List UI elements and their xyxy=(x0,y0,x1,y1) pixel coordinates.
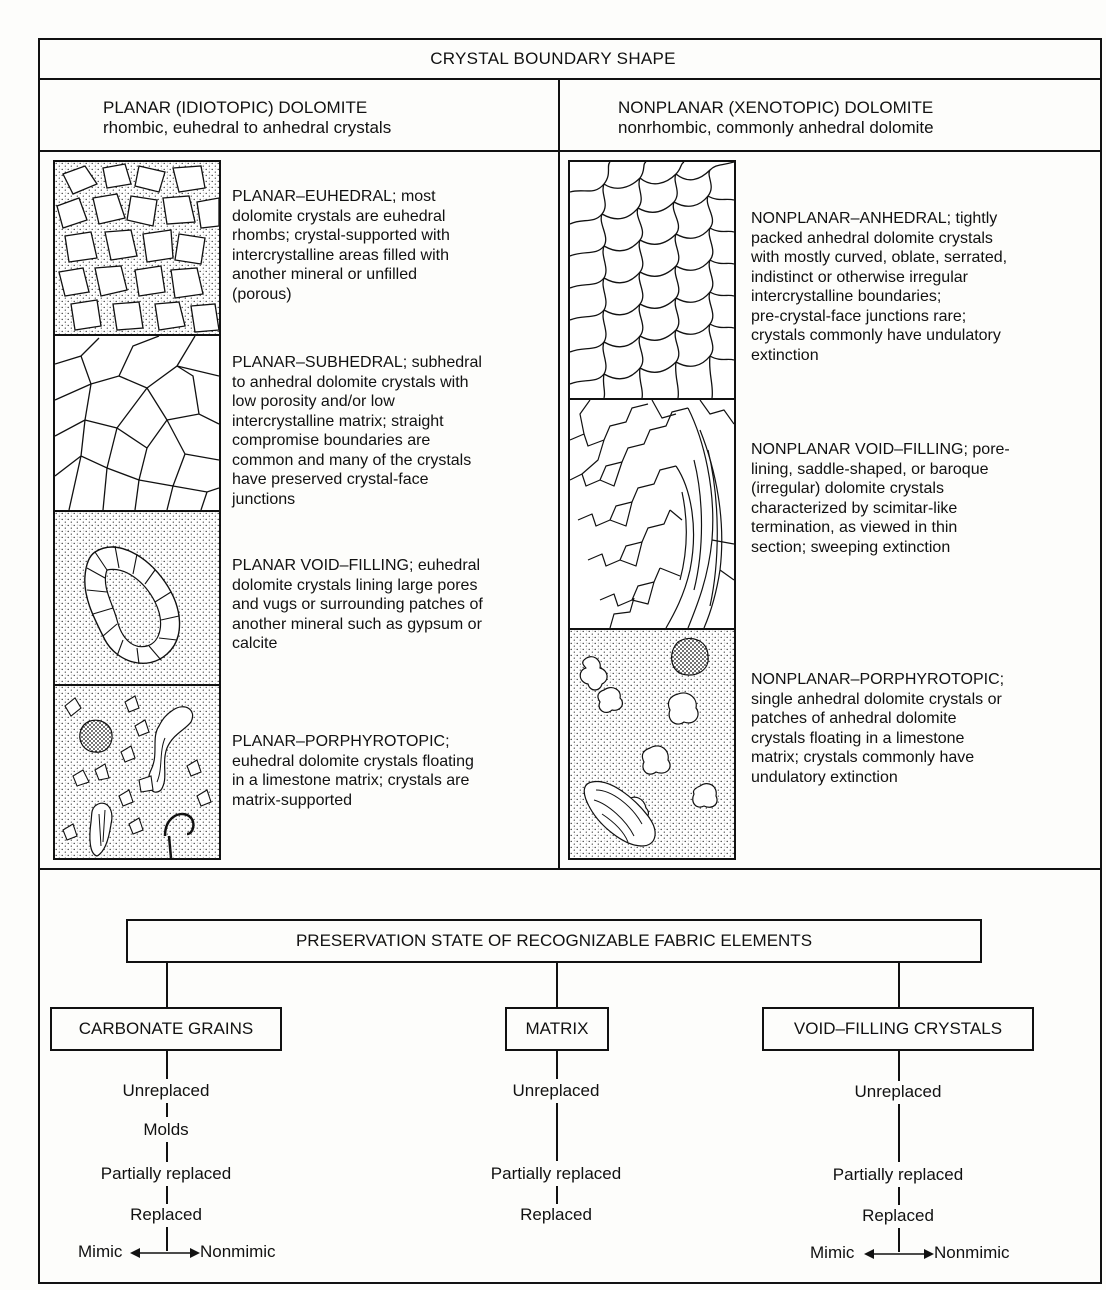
planar-void-filling-illustration xyxy=(53,510,221,686)
crystal-boundary-title: CRYSTAL BOUNDARY SHAPE xyxy=(430,49,676,68)
nonplanar-porphyrotopic-illustration xyxy=(568,628,736,860)
nonplanar-void-filling-description: NONPLANAR VOID–FILLING; pore- lining, sa… xyxy=(751,441,1010,556)
planar-euhedral-illustration xyxy=(53,160,221,336)
nonplanar-column-subtitle: nonrhombic, commonly anhedral dolomite xyxy=(618,118,934,137)
planar-euhedral-description: PLANAR–EUHEDRAL; most dolomite crystals … xyxy=(232,188,450,303)
grains-state-replaced: Replaced xyxy=(130,1205,202,1224)
nonplanar-void-filling-illustration xyxy=(568,398,736,630)
grains-split: Mimic Nonmimic xyxy=(78,1240,298,1266)
grains-link-1 xyxy=(166,1103,168,1117)
void-filling-crystals-box: VOID–FILLING CRYSTALS xyxy=(762,1007,1034,1051)
void-link-1 xyxy=(898,1104,900,1162)
matrix-stem xyxy=(556,1051,558,1079)
column-divider xyxy=(558,78,560,870)
carbonate-grains-box: CARBONATE GRAINS xyxy=(50,1007,282,1051)
grains-double-arrow xyxy=(130,1248,200,1258)
grains-link-4 xyxy=(166,1227,168,1251)
nonplanar-porphyrotopic-description: NONPLANAR–PORPHYROTOPIC; single anhedral… xyxy=(751,671,1005,786)
grains-mimic: Mimic xyxy=(78,1242,123,1261)
nonplanar-anhedral-illustration xyxy=(568,160,736,400)
void-state-unreplaced: Unreplaced xyxy=(854,1082,942,1101)
planar-column-title: PLANAR (IDIOTOPIC) DOLOMITE xyxy=(103,98,368,117)
planar-column-subtitle: rhombic, euhedral to anhedral crystals xyxy=(103,118,392,137)
void-mimic: Mimic xyxy=(810,1243,855,1262)
grains-link-3 xyxy=(166,1186,168,1204)
grains-link-2 xyxy=(166,1142,168,1162)
void-link-3 xyxy=(898,1228,900,1252)
nonplanar-column-title: NONPLANAR (XENOTOPIC) DOLOMITE xyxy=(618,98,934,117)
planar-void-filling-description: PLANAR VOID–FILLING; euhedral dolomite c… xyxy=(232,557,483,652)
void-stem xyxy=(898,1051,900,1081)
matrix-state-replaced: Replaced xyxy=(520,1205,592,1224)
matrix-link-2 xyxy=(556,1186,558,1204)
connector-grains xyxy=(166,963,168,1009)
preservation-frame xyxy=(38,868,1102,1284)
void-state-replaced: Replaced xyxy=(862,1206,934,1225)
grains-state-partially-replaced: Partially replaced xyxy=(100,1164,232,1183)
matrix-box: MATRIX xyxy=(505,1007,609,1051)
void-nonmimic: Nonmimic xyxy=(934,1243,1010,1262)
column-header-divider xyxy=(38,150,1102,152)
grains-state-molds: Molds xyxy=(143,1120,189,1139)
planar-porphyrotopic-illustration xyxy=(53,684,221,860)
void-state-partially-replaced: Partially replaced xyxy=(832,1165,964,1184)
header-divider xyxy=(38,78,1102,80)
planar-subhedral-description: PLANAR–SUBHEDRAL; subhedral to anhedral … xyxy=(232,354,482,508)
planar-porphyrotopic-description: PLANAR–PORPHYROTOPIC; euhedral dolomite … xyxy=(232,733,474,809)
nonplanar-anhedral-description: NONPLANAR–ANHEDRAL; tightly packed anhed… xyxy=(751,210,1008,364)
preservation-state-box: PRESERVATION STATE OF RECOGNIZABLE FABRI… xyxy=(126,919,982,963)
matrix-link-1 xyxy=(556,1103,558,1161)
planar-subhedral-illustration xyxy=(53,334,221,512)
matrix-state-unreplaced: Unreplaced xyxy=(512,1081,600,1100)
void-link-2 xyxy=(898,1187,900,1205)
connector-void xyxy=(898,963,900,1009)
grains-stem xyxy=(166,1051,168,1079)
connector-matrix xyxy=(556,963,558,1009)
grains-nonmimic: Nonmimic xyxy=(200,1242,276,1261)
void-split: Mimic Nonmimic xyxy=(810,1241,1040,1267)
grains-state-unreplaced: Unreplaced xyxy=(122,1081,210,1100)
void-double-arrow xyxy=(864,1249,934,1259)
matrix-state-partially-replaced: Partially replaced xyxy=(490,1164,622,1183)
